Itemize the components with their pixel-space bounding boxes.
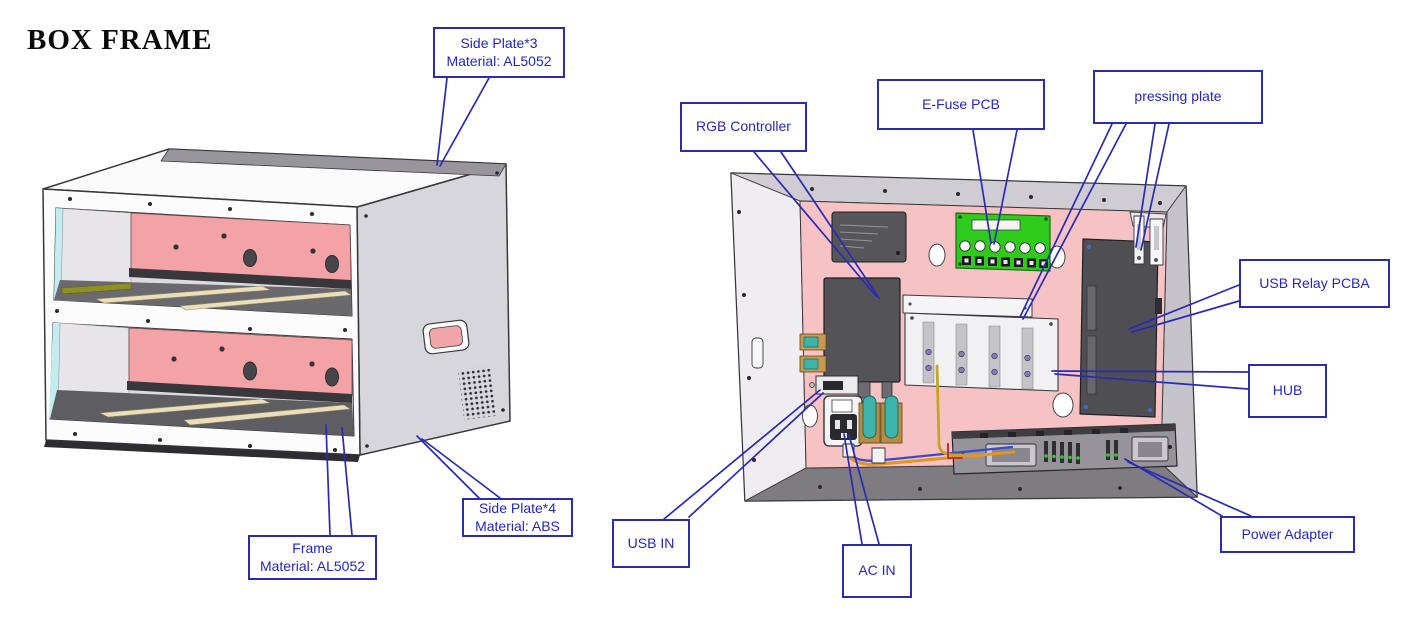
callout-text: HUB (1272, 382, 1303, 399)
callout-text: pressing plate (1134, 88, 1222, 105)
callout-text: USB Relay PCBA (1259, 274, 1370, 291)
callout-text: Material: ABS (475, 517, 560, 534)
callout-text: USB IN (627, 534, 675, 551)
callout-ac-in: AC IN (842, 544, 912, 598)
leader-e-fuse-pcb (972, 129, 1018, 245)
callout-text: AC IN (858, 562, 896, 579)
leader-ac-in (843, 433, 880, 545)
callout-text: Material: AL5052 (259, 557, 366, 574)
side-plate-screws (364, 171, 505, 448)
lower-bay-rail-bar (127, 381, 352, 403)
callout-pressing-plate: pressing plate (1093, 70, 1263, 124)
leader-usb-in (663, 389, 824, 520)
upper-bay-beige-rail (179, 290, 352, 311)
e-fuse-pcb-component (955, 212, 1051, 272)
callout-text: E-Fuse PCB (922, 95, 1000, 112)
controller-side-connectors (799, 333, 827, 373)
callout-side-plate-3: Side Plate*3 Material: AL5052 (433, 27, 565, 78)
callout-text: Side Plate*4 (478, 499, 557, 516)
callout-text: RGB Controller (696, 118, 791, 135)
upper-bay-olive-rail (61, 282, 132, 295)
callout-hub: HUB (1248, 364, 1327, 418)
usb-in-connector (809, 375, 859, 395)
callout-rgb-controller: RGB Controller (680, 102, 807, 152)
upper-bay-cyan-edge (54, 208, 63, 301)
capacitors (858, 395, 903, 444)
right-box-screws (737, 187, 1162, 491)
power-adapter-component (951, 423, 1178, 475)
rgb-controller-component (823, 277, 901, 399)
callout-text: Frame (292, 539, 333, 556)
lower-bay-floor (50, 390, 354, 436)
right-box-drawing (730, 172, 1198, 502)
panel-holes (802, 243, 1074, 428)
upper-bay (53, 207, 353, 317)
callout-power-adapter: Power Adapter (1220, 516, 1355, 553)
usb-relay-pcba-component (1079, 238, 1162, 418)
leader-usb-relay-pcba (1128, 284, 1240, 333)
leader-side-plate-4 (416, 435, 501, 499)
front-frame-screws (55, 197, 347, 452)
callout-side-plate-4: Side Plate*4 Material: ABS (462, 498, 573, 537)
upper-bay-beige-rail (95, 285, 271, 304)
ac-inlet (823, 395, 863, 447)
callout-text: Power Adapter (1241, 525, 1334, 542)
side-handle (422, 319, 470, 355)
leader-power-adapter (1124, 458, 1252, 517)
left-wall-slot (751, 337, 764, 369)
label-plate (831, 211, 907, 263)
leader-rgb-controller (753, 151, 880, 299)
callout-leader-lines (325, 77, 1252, 545)
callout-text: Side Plate*3 (460, 34, 538, 51)
leader-side-plate-3 (436, 77, 490, 167)
lower-bay (49, 322, 355, 437)
callout-usb-relay-pcba: USB Relay PCBA (1239, 259, 1390, 308)
callout-frame: Frame Material: AL5052 (248, 535, 377, 580)
cable-clamp (871, 447, 886, 464)
lower-bay-beige-rail (183, 404, 351, 426)
leader-frame (325, 424, 353, 536)
left-box-bottom-shadow (44, 440, 360, 462)
side-vent-grid (458, 366, 496, 420)
left-box-top-back-strip (160, 148, 507, 177)
left-box-drawing (42, 148, 511, 462)
upper-bay-rail-bar (129, 268, 351, 289)
leader-hub (1051, 370, 1249, 390)
leader-pressing-plate (1019, 123, 1170, 320)
callout-usb-in: USB IN (612, 519, 690, 568)
callout-text: Material: AL5052 (446, 52, 552, 69)
callout-e-fuse-pcb: E-Fuse PCB (877, 79, 1045, 130)
pressing-plate-assembly (902, 294, 1059, 392)
page-title: BOX FRAME (27, 24, 213, 56)
lower-bay-beige-rail (99, 398, 271, 418)
